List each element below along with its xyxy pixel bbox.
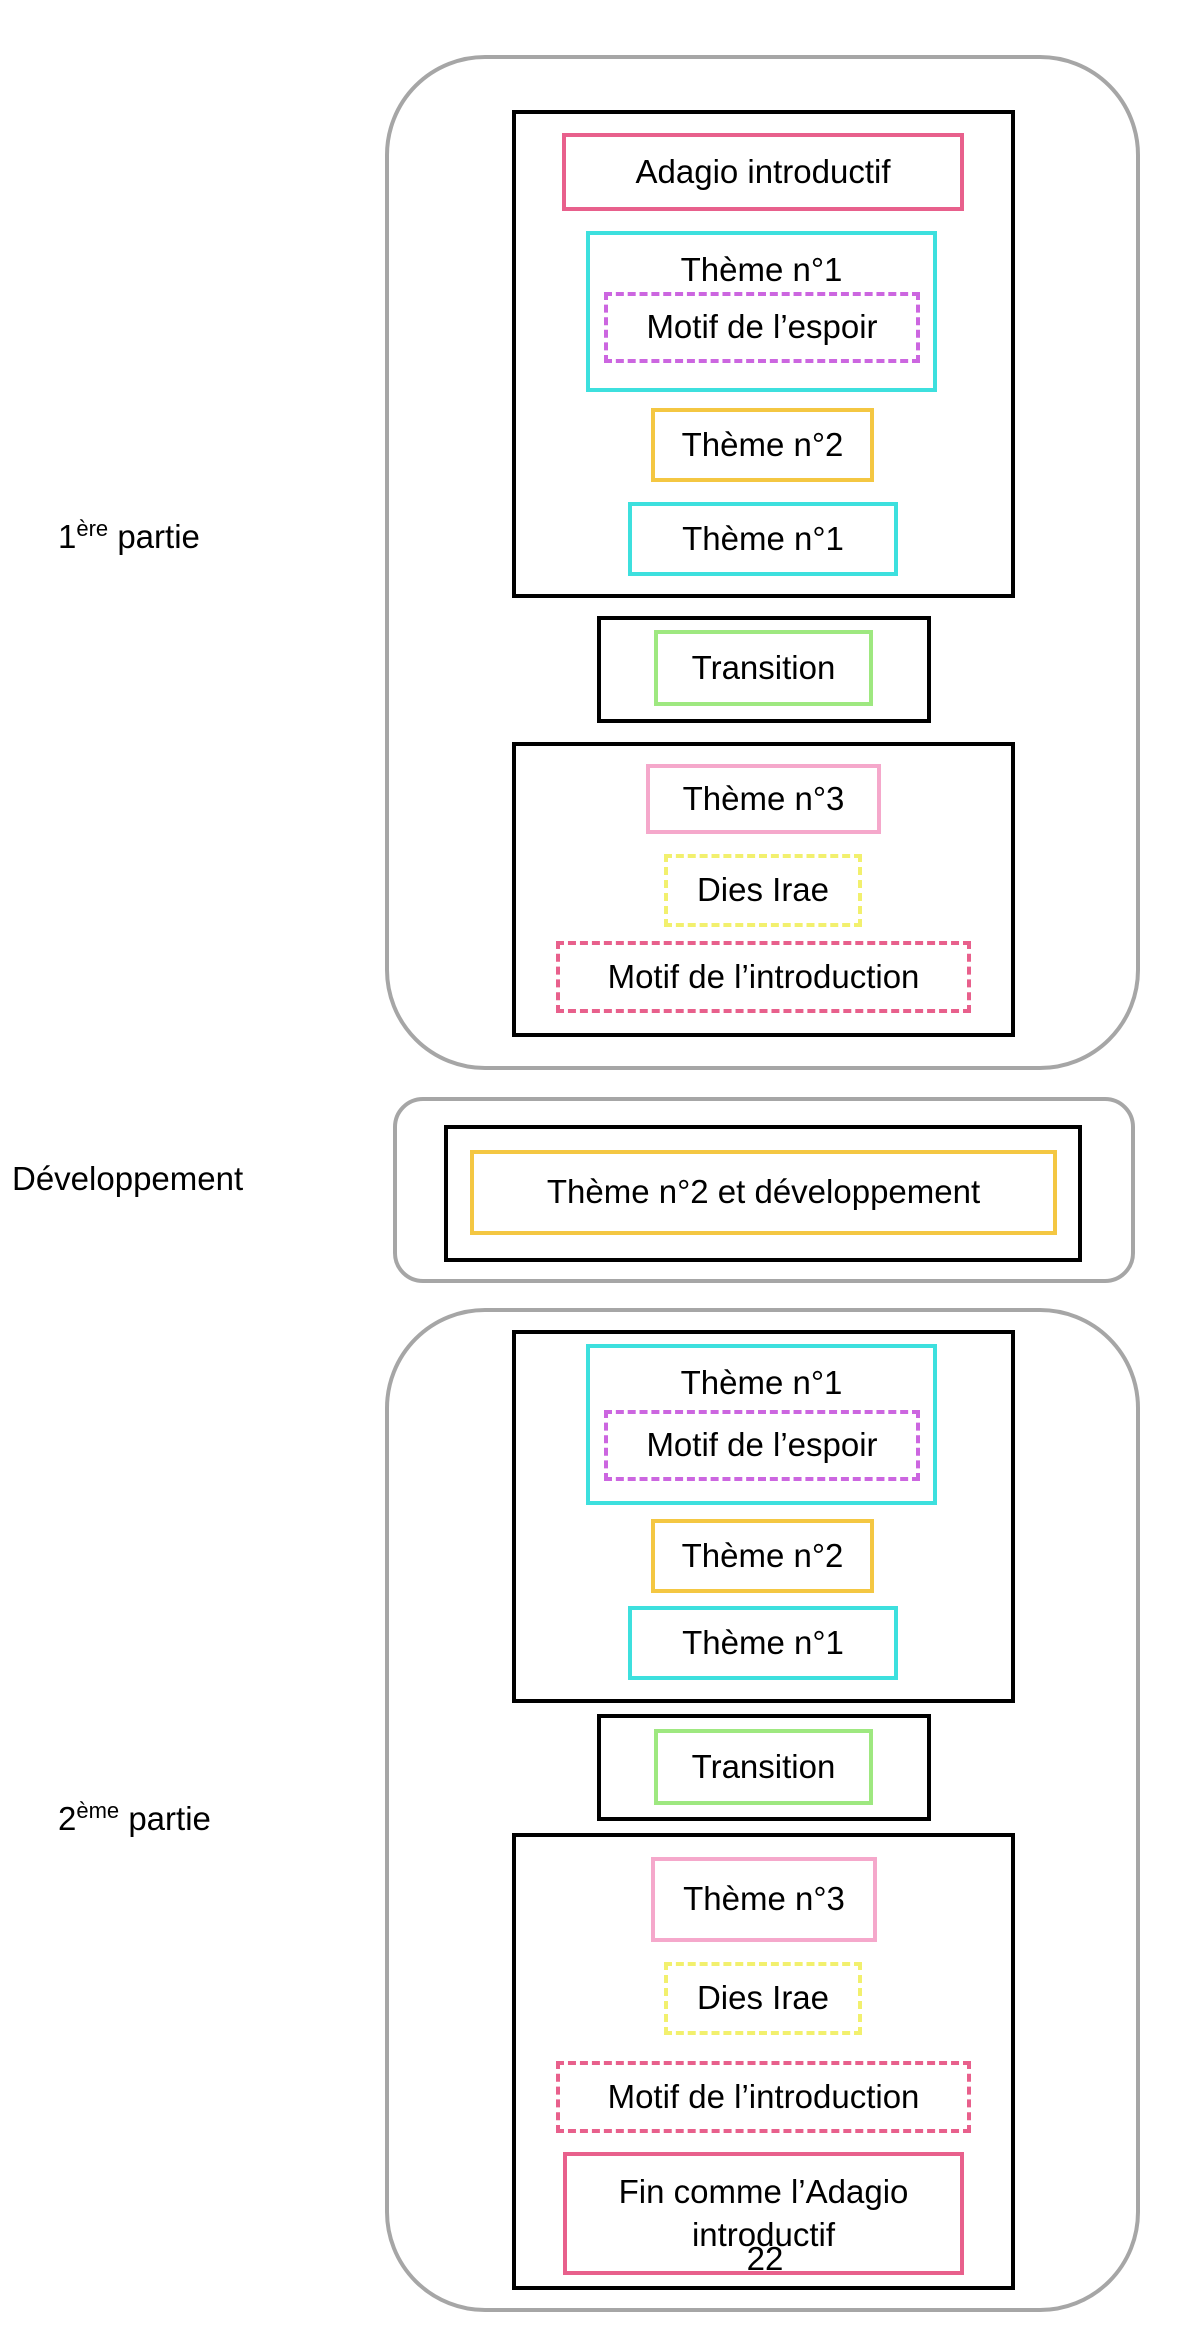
transition-box: Transition [654, 630, 873, 706]
part2-theme3-box: Thème n°3 [651, 1857, 877, 1942]
page-number: 22 [746, 2240, 784, 2277]
fin-adagio-box: Fin comme l’Adagio introductif [563, 2152, 964, 2275]
theme1-title: Thème n°1 [680, 250, 843, 288]
theme1-box [586, 231, 937, 392]
adagio-introductif-box: Adagio introductif [562, 133, 964, 211]
part2-motif-introduction-box: Motif de l’introduction [556, 2061, 971, 2133]
theme2-developpement-box: Thème n°2 et développement [470, 1150, 1057, 1235]
part2-label: 2ème partie [58, 1798, 211, 1838]
part2-theme1-title: Thème n°1 [680, 1363, 843, 1401]
development-block [444, 1125, 1082, 1262]
part2-theme1-box [586, 1344, 937, 1505]
part2-transition-box: Transition [654, 1729, 873, 1805]
development-group [393, 1097, 1135, 1283]
part1-label: 1ère partie [58, 516, 200, 556]
part2-block-transition [597, 1714, 931, 1821]
part2-theme2-box: Thème n°2 [651, 1519, 874, 1593]
dies-irae-box: Dies Irae [664, 854, 862, 927]
part1-group [385, 55, 1140, 1070]
fin-adagio-line1: Fin comme l’Adagio [618, 2172, 909, 2210]
fin-adagio-line2: introductif [691, 2215, 836, 2253]
theme3-box: Thème n°3 [646, 764, 881, 834]
part2-theme1-return-box: Thème n°1 [628, 1606, 898, 1680]
theme1-return-box: Thème n°1 [628, 502, 898, 576]
part1-block-exposition [512, 110, 1015, 598]
part2-block-theme3 [512, 1833, 1015, 2290]
part2-motif-espoir-box: Motif de l’espoir [604, 1410, 920, 1481]
part2-block-exposition [512, 1330, 1015, 1703]
part1-block-theme3 [512, 742, 1015, 1037]
motif-espoir-box: Motif de l’espoir [604, 292, 920, 363]
part1-block-transition [597, 616, 931, 723]
part2-dies-irae-box: Dies Irae [664, 1962, 862, 2035]
motif-introduction-box: Motif de l’introduction [556, 941, 971, 1013]
theme2-box: Thème n°2 [651, 408, 874, 482]
development-label: Développement [12, 1160, 244, 1197]
part2-group [385, 1308, 1140, 2312]
